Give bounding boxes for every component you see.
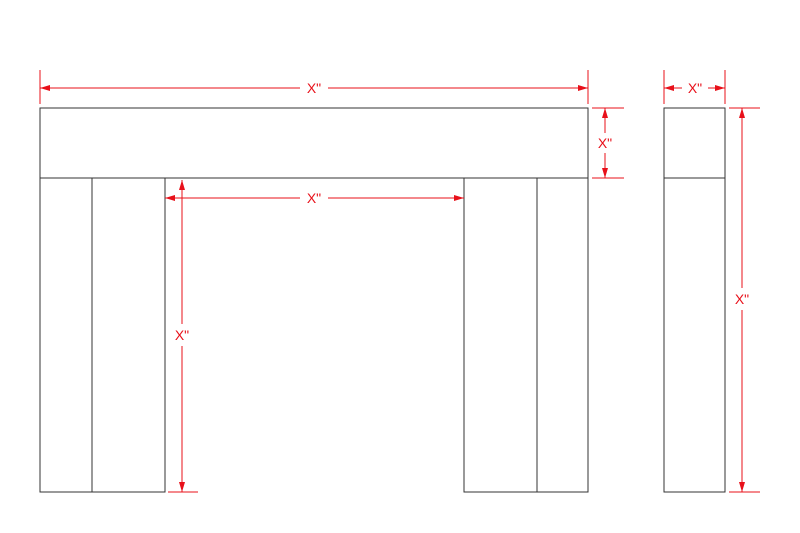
opening-width-label: X" — [307, 190, 321, 206]
left-leg-inner — [91, 177, 166, 493]
side-height-label: X" — [735, 291, 749, 307]
opening-width-dimension: X" — [165, 190, 464, 206]
right-leg-outer — [536, 177, 589, 493]
front-elevation — [39, 107, 589, 493]
arrowhead — [602, 108, 608, 118]
arrowhead — [664, 85, 674, 91]
arrowhead — [40, 85, 50, 91]
arrowhead — [179, 482, 185, 492]
side-depth-dimension: X" — [663, 70, 726, 104]
arrowhead — [165, 195, 175, 201]
arrowhead — [739, 108, 745, 118]
arrowhead — [602, 168, 608, 178]
header-height-dimension: X" — [592, 107, 624, 179]
arrowhead — [454, 195, 464, 201]
side-elevation — [663, 107, 726, 493]
side-leg — [663, 177, 726, 493]
arrowhead — [739, 482, 745, 492]
arrowhead — [715, 85, 725, 91]
left-leg-outer — [39, 177, 93, 493]
right-leg-inner — [463, 177, 538, 493]
overall-width-label: X" — [307, 80, 321, 96]
side-header — [663, 107, 726, 179]
opening-height-label: X" — [175, 327, 189, 343]
side-depth-label: X" — [688, 80, 702, 96]
overall-width-dimension: X" — [39, 70, 589, 104]
mantel-header — [39, 107, 589, 179]
opening-height-dimension: X" — [168, 180, 198, 493]
arrowhead — [578, 85, 588, 91]
header-height-label: X" — [598, 135, 612, 151]
arrowhead — [179, 180, 185, 190]
side-height-dimension: X" — [729, 107, 760, 493]
